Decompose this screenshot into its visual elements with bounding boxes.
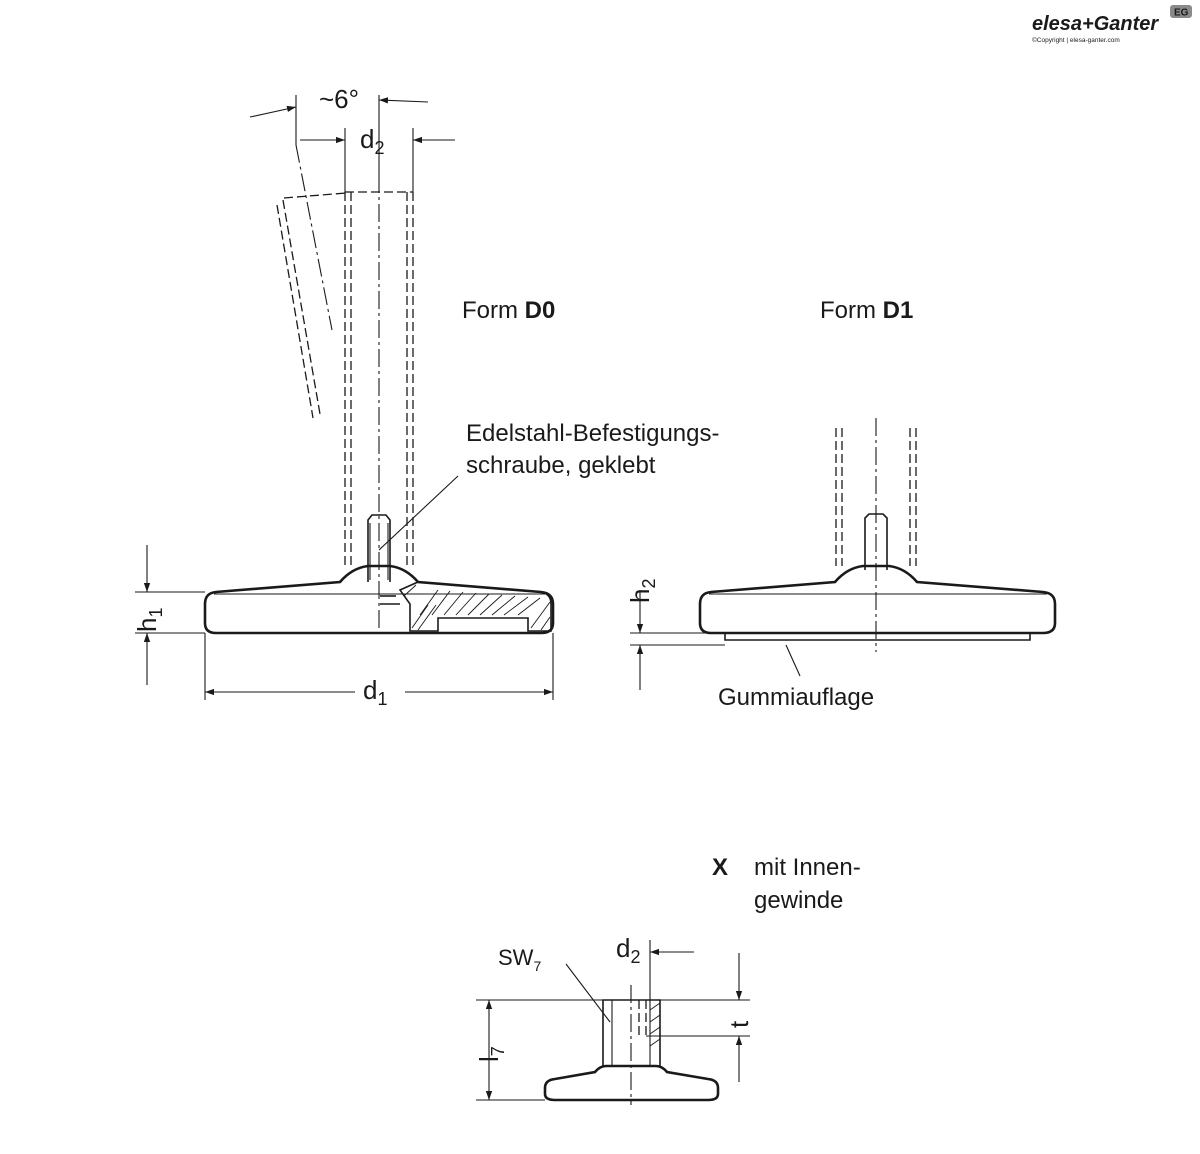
form-x-view <box>543 985 720 1105</box>
d1-base-outline <box>698 564 1057 635</box>
tilted-stem-ghost <box>276 144 347 419</box>
angle-label: ~6° <box>319 84 359 114</box>
form-x-line2: gewinde <box>754 887 843 914</box>
rubber-pad <box>724 633 1031 641</box>
svg-text:EG: EG <box>1174 8 1189 19</box>
t-label: t <box>724 1020 754 1028</box>
d1-dimensions: h2 <box>625 579 725 690</box>
svg-text:©Copyright | elesa-ganter.com: ©Copyright | elesa-ganter.com <box>1032 36 1120 44</box>
rubber-leader-line <box>785 644 801 677</box>
svg-text:Edelstahl-Befestigungs-: Edelstahl-Befestigungs- <box>466 420 719 447</box>
sw-label: SW7 <box>498 945 541 974</box>
x-base-outline <box>543 1064 720 1102</box>
d2-label: d2 <box>360 124 384 158</box>
form-d1-view <box>698 418 1057 652</box>
x-dimensions: d2 SW7 l7 t <box>474 933 754 1101</box>
threaded-stem <box>344 175 414 632</box>
form-d0-view <box>203 144 555 635</box>
d1-label: d1 <box>363 675 387 709</box>
svg-text:Gummiauflage: Gummiauflage <box>718 684 874 711</box>
svg-text:elesa+Ganter: elesa+Ganter <box>1032 13 1159 35</box>
angle-dimension-arrow <box>249 105 297 118</box>
d0-dimensions: ~6° d2 h1 d1 <box>132 84 554 709</box>
screw-leader-line <box>378 475 459 551</box>
h1-label: h1 <box>132 608 166 632</box>
rubber-callout: Gummiauflage <box>718 644 874 711</box>
d0-section-hatch <box>398 581 552 632</box>
l7-label: l7 <box>474 1046 508 1062</box>
screw-callout: Edelstahl-Befestigungs- schraube, gekleb… <box>378 420 719 551</box>
fixing-screw <box>367 514 391 582</box>
form-d0-label: Form D0 <box>462 297 555 324</box>
h2-label: h2 <box>625 579 659 603</box>
form-x-code: X <box>712 854 728 881</box>
elesa-ganter-logo: elesa+Ganter EG ©Copyright | elesa-gante… <box>1032 5 1192 44</box>
form-d1-label: Form D1 <box>820 297 913 324</box>
sw-leader-line <box>565 963 611 1023</box>
svg-text:schraube, geklebt: schraube, geklebt <box>466 452 656 479</box>
form-x-line1: mit Innen- <box>754 854 861 881</box>
x-d2-label: d2 <box>616 933 640 967</box>
